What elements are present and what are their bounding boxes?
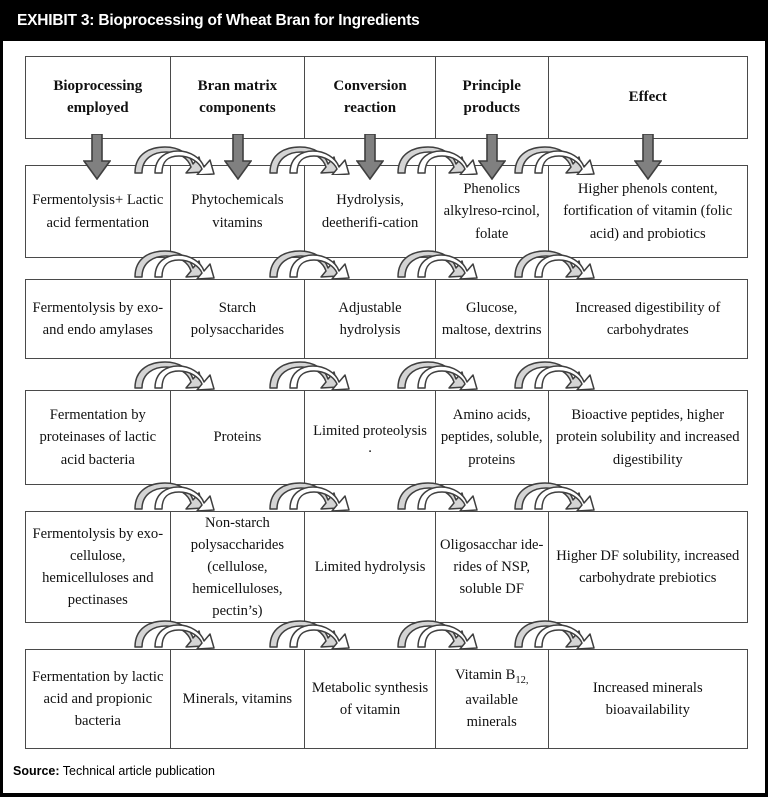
cell-text: Non-starch polysaccharides (cellulose, h… — [190, 514, 284, 620]
cell-components: Minerals, vitamins — [171, 650, 306, 748]
cell-components: Proteins — [171, 391, 306, 484]
curved-arrow-icon — [397, 482, 478, 511]
cell-effect: Increased digestibility of carbohydrates — [549, 280, 747, 358]
curved-arrow-icon — [134, 620, 215, 649]
column-header-bioprocessing: Bioprocessing employed — [26, 57, 171, 138]
cell-text: Starch polysaccharides — [190, 299, 284, 338]
source-text: Technical article publication — [62, 764, 215, 778]
source-label: Source: — [13, 764, 60, 778]
column-header-text: Conversion reaction — [333, 78, 407, 116]
cell-text: available minerals — [465, 692, 519, 731]
cell-reaction: Metabolic synthesis of vitamin — [305, 650, 436, 748]
table-row: Fermentation by lactic acid and propioni… — [25, 649, 748, 749]
table-row: Fermentation by proteinases of lactic ac… — [25, 390, 748, 485]
cell-bioprocessing: Fermentolysis+ Lactic acid fermentation — [26, 166, 171, 257]
column-header-reaction: Conversion reaction — [305, 57, 436, 138]
curved-arrow-icon — [514, 620, 595, 649]
cell-effect: Higher DF solubility, increased carbohyd… — [549, 512, 747, 622]
curved-arrow-icon — [514, 361, 595, 390]
cell-text: Higher DF solubility, increased carbohyd… — [556, 547, 740, 586]
cell-products: Oligosacchar ide-rides of NSP, soluble D… — [436, 512, 549, 622]
cell-reaction: Limited hydrolysis — [305, 512, 436, 622]
cell-text: Increased digestibility of carbohydrates — [575, 299, 721, 338]
cell-reaction: Adjustable hydrolysis — [305, 280, 436, 358]
cell-text: Fermentolysis by exo-and endo amylases — [32, 299, 164, 338]
cell-text: Phenolics alkylreso-rcinol, folate — [443, 181, 540, 242]
column-header-products: Principle products — [436, 57, 549, 138]
cell-text: Adjustable hydrolysis — [338, 299, 402, 338]
cell-text: Fermentolysis+ Lactic acid fermentation — [32, 192, 164, 231]
footer-rule — [3, 793, 768, 797]
cell-text: Glucose, maltose, dextrins — [441, 299, 542, 338]
cell-products: Glucose, maltose, dextrins — [436, 280, 549, 358]
cell-products: Vitamin B12, available minerals — [436, 650, 549, 748]
table-row: Fermentolysis by exo-cellulose, hemicell… — [25, 511, 748, 623]
column-header-text: Bioprocessing employed — [53, 78, 143, 116]
page-title: EXHIBIT 3: Bioprocessing of Wheat Bran f… — [17, 11, 420, 29]
cell-text: Vitamin B — [454, 667, 516, 684]
cell-effect: Bioactive peptides, higher protein solub… — [549, 391, 747, 484]
cell-bioprocessing: Fermentolysis by exo-cellulose, hemicell… — [26, 512, 171, 622]
cell-text: Fermentolysis by exo-cellulose, hemicell… — [32, 525, 164, 609]
exhibit-footer: Source: Technical article publication — [3, 758, 768, 797]
cell-products: Amino acids, peptides, soluble, proteins — [436, 391, 549, 484]
cell-text: Minerals, vitamins — [182, 690, 293, 707]
cell-text: Oligosacchar ide-rides of NSP, soluble D… — [440, 536, 544, 598]
cell-text: Limited proteolysis — [313, 422, 427, 439]
source-line: Source: Technical article publication — [13, 764, 215, 778]
cell-text: Amino acids, peptides, soluble, proteins — [440, 407, 543, 468]
cell-products: Phenolics alkylreso-rcinol, folate — [436, 166, 549, 257]
cell-components: Starch polysaccharides — [171, 280, 306, 358]
cell-text: Phytochemicals vitamins — [191, 192, 284, 231]
cell-text: Hydrolysis, deetherifi-cation — [321, 192, 419, 231]
curved-arrow-icon — [269, 482, 350, 511]
table-header-row: Bioprocessing employed Bran matrix compo… — [25, 56, 748, 139]
column-header-text: Principle products — [462, 78, 521, 116]
column-header-text: Effect — [628, 88, 667, 105]
cell-text-artifact: . — [368, 440, 372, 457]
exhibit-title-bar: EXHIBIT 3: Bioprocessing of Wheat Bran f… — [3, 0, 768, 41]
cell-reaction: Hydrolysis, deetherifi-cation — [305, 166, 436, 257]
cell-text-subscript: 12, — [515, 675, 529, 687]
exhibit-table: Bioprocessing employed Bran matrix compo… — [3, 41, 768, 758]
curved-arrow-icon — [269, 361, 350, 390]
cell-text: Fermentation by proteinases of lactic ac… — [39, 407, 157, 468]
cell-text: Higher phenols content, fortification of… — [563, 181, 733, 242]
curved-arrow-icon — [134, 361, 215, 390]
cell-text: Metabolic synthesis of vitamin — [311, 679, 429, 718]
curved-arrow-icon — [397, 361, 478, 390]
cell-text: Proteins — [213, 429, 262, 446]
cell-components: Phytochemicals vitamins — [171, 166, 306, 257]
cell-text: Fermentation by lactic acid and propioni… — [32, 668, 164, 730]
curved-arrow-icon — [134, 482, 215, 511]
cell-reaction: Limited proteolysis . — [305, 391, 436, 484]
table-row: Fermentolysis+ Lactic acid fermentation … — [25, 165, 748, 258]
curved-arrow-icon — [514, 482, 595, 511]
cell-effect: Increased minerals bioavailability — [549, 650, 747, 748]
curved-arrow-icon — [397, 620, 478, 649]
cell-text: Increased minerals bioavailability — [592, 679, 703, 718]
column-header-text: Bran matrix components — [197, 78, 278, 116]
cell-text: Bioactive peptides, higher protein solub… — [555, 407, 740, 468]
column-header-components: Bran matrix components — [171, 57, 306, 138]
cell-text-group: Vitamin B12, available minerals — [440, 664, 544, 733]
cell-bioprocessing: Fermentolysis by exo-and endo amylases — [26, 280, 171, 358]
cell-bioprocessing: Fermentation by proteinases of lactic ac… — [26, 391, 171, 484]
cell-text-group: Limited proteolysis . — [313, 420, 427, 457]
cell-components: Non-starch polysaccharides (cellulose, h… — [171, 512, 306, 622]
cell-effect: Higher phenols content, fortification of… — [549, 166, 747, 257]
cell-text: Limited hydrolysis — [314, 558, 426, 575]
column-header-effect: Effect — [549, 57, 747, 138]
curved-arrow-icon — [269, 620, 350, 649]
table-row: Fermentolysis by exo-and endo amylases S… — [25, 279, 748, 359]
cell-bioprocessing: Fermentation by lactic acid and propioni… — [26, 650, 171, 748]
